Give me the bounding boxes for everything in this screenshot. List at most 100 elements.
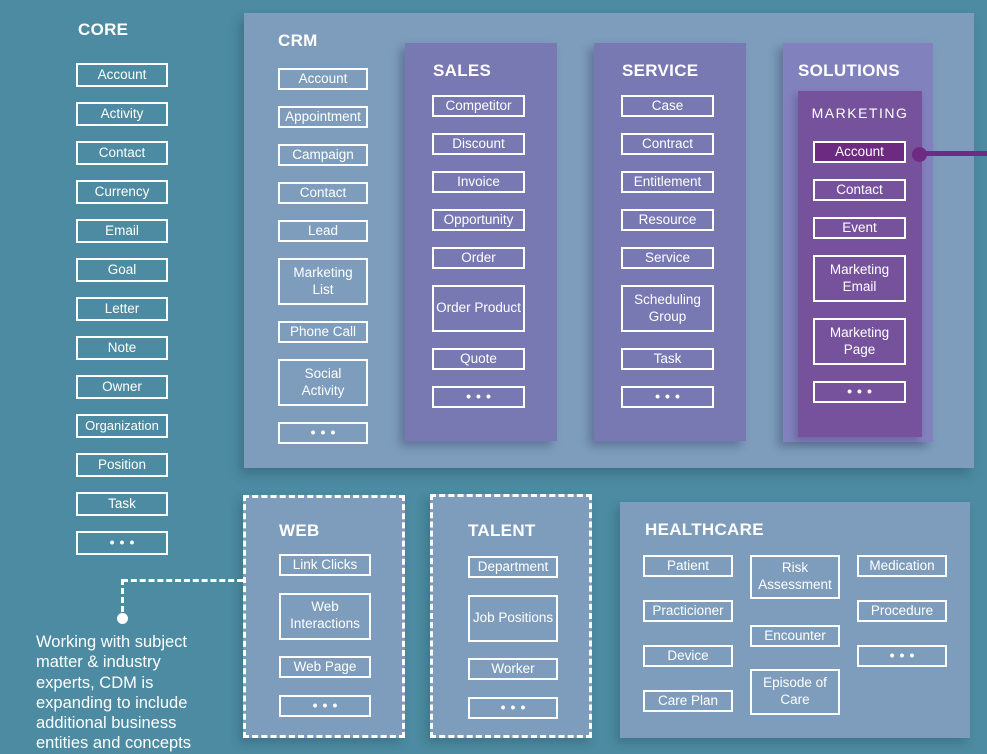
entity-box: Encounter [750, 625, 840, 647]
entity-box: Invoice [432, 171, 525, 193]
entity-box: Care Plan [643, 690, 733, 712]
entity-box: Competitor [432, 95, 525, 117]
service-panel: SERVICE Case Contract Entitlement Resour… [594, 43, 746, 441]
entity-box: Scheduling Group [621, 285, 714, 332]
entity-box: Account [278, 68, 368, 90]
entity-box: Discount [432, 133, 525, 155]
entity-box: Episode of Care [750, 669, 840, 715]
note-line: Working with subject [36, 633, 188, 651]
healthcare-panel: HEALTHCARE Patient Practicioner Device C… [620, 502, 970, 738]
entity-box: Task [76, 492, 168, 516]
entity-box: Case [621, 95, 714, 117]
entity-box: Contract [621, 133, 714, 155]
entity-box: Account [76, 63, 168, 87]
talent-entity-list: Department Job Positions Worker ••• [468, 556, 558, 719]
talent-panel: TALENT Department Job Positions Worker •… [430, 494, 592, 738]
marketing-title: MARKETING [811, 105, 909, 121]
entity-box: Marketing Email [813, 255, 906, 302]
more-entities-box: ••• [432, 386, 525, 408]
entity-box: Web Interactions [279, 592, 371, 640]
entity-box: Patient [643, 555, 733, 577]
entity-box: Department [468, 556, 558, 578]
entity-box: Entitlement [621, 171, 714, 193]
entity-box: Campaign [278, 144, 368, 166]
marketing-entity-list: Account Contact Event Marketing Email Ma… [813, 141, 906, 403]
entity-box: Job Positions [468, 594, 558, 642]
entity-box: Link Clicks [279, 554, 371, 576]
note-connector-dot [117, 613, 128, 624]
note-line: experts, CDM is [36, 673, 154, 692]
sales-title: SALES [433, 61, 492, 80]
service-title: SERVICE [622, 61, 699, 80]
entity-box: Event [813, 217, 906, 239]
note-line: matter & industry [36, 653, 161, 672]
entity-box: Medication [857, 555, 947, 577]
core-entity-list: Account Activity Contact Currency Email … [76, 63, 168, 555]
note-line: entities and concepts [36, 734, 192, 753]
entity-box: Position [76, 453, 168, 477]
more-entities-box: ••• [278, 422, 368, 444]
service-entity-list: Case Contract Entitlement Resource Servi… [621, 95, 714, 408]
note-line: expanding to include [36, 693, 188, 712]
entity-box: Resource [621, 209, 714, 231]
entity-box: Risk Assessment [750, 555, 840, 599]
solutions-panel: SOLUTIONS MARKETING Account Contact Even… [783, 43, 933, 442]
entity-box: Letter [76, 297, 168, 321]
entity-box: Email [76, 219, 168, 243]
sales-entity-list: Competitor Discount Invoice Opportunity … [432, 95, 525, 408]
web-panel: WEB Link Clicks Web Interactions Web Pag… [243, 495, 405, 738]
healthcare-column-3: Medication Procedure ••• [857, 555, 947, 667]
more-entities-box: ••• [857, 645, 947, 667]
entity-box: Owner [76, 375, 168, 399]
entity-box: Goal [76, 258, 168, 282]
note-connector-vertical [121, 579, 124, 612]
entity-box: Practicioner [643, 600, 733, 622]
crm-entity-list: Account Appointment Campaign Contact Lea… [278, 68, 368, 444]
entity-box: Social Activity [278, 359, 368, 406]
entity-box: Contact [76, 141, 168, 165]
entity-box: Marketing List [278, 258, 368, 305]
more-entities-box: ••• [813, 381, 906, 403]
entity-box-highlighted: Account [813, 141, 906, 163]
entity-box: Order Product [432, 285, 525, 332]
entity-box: Currency [76, 180, 168, 204]
healthcare-column-1: Patient Practicioner Device Care Plan [643, 555, 733, 712]
entity-box: Worker [468, 658, 558, 680]
note-connector-horizontal [122, 579, 243, 582]
healthcare-title: HEALTHCARE [645, 520, 764, 539]
entity-box: Organization [76, 414, 168, 438]
note-line: additional business [36, 714, 177, 733]
entity-box: Service [621, 247, 714, 269]
more-entities-box: ••• [621, 386, 714, 408]
entity-box: Lead [278, 220, 368, 242]
entity-box: Task [621, 348, 714, 370]
account-connector-dot [912, 147, 927, 162]
healthcare-column-2: Risk Assessment Encounter Episode of Car… [750, 555, 840, 715]
more-entities-box: ••• [279, 694, 371, 717]
entity-box: Procedure [857, 600, 947, 622]
web-title: WEB [279, 521, 320, 540]
expansion-note: Working with subject matter & industry e… [36, 632, 246, 754]
account-connector-line [919, 151, 987, 156]
more-entities-box: ••• [76, 531, 168, 555]
entity-box: Note [76, 336, 168, 360]
web-entity-list: Link Clicks Web Interactions Web Page ••… [279, 554, 371, 717]
more-entities-box: ••• [468, 696, 558, 719]
talent-title: TALENT [468, 521, 536, 540]
core-title: CORE [78, 20, 129, 39]
entity-box: Appointment [278, 106, 368, 128]
crm-title: CRM [278, 31, 318, 50]
entity-box: Phone Call [278, 321, 368, 343]
entity-box: Device [643, 645, 733, 667]
sales-panel: SALES Competitor Discount Invoice Opport… [405, 43, 557, 441]
entity-box: Contact [278, 182, 368, 204]
solutions-title: SOLUTIONS [798, 61, 900, 80]
marketing-panel: MARKETING Account Contact Event Marketin… [798, 91, 922, 437]
entity-box: Marketing Page [813, 318, 906, 365]
entity-box: Contact [813, 179, 906, 201]
entity-box: Order [432, 247, 525, 269]
entity-box: Web Page [279, 656, 371, 678]
entity-box: Quote [432, 348, 525, 370]
entity-box: Opportunity [432, 209, 525, 231]
